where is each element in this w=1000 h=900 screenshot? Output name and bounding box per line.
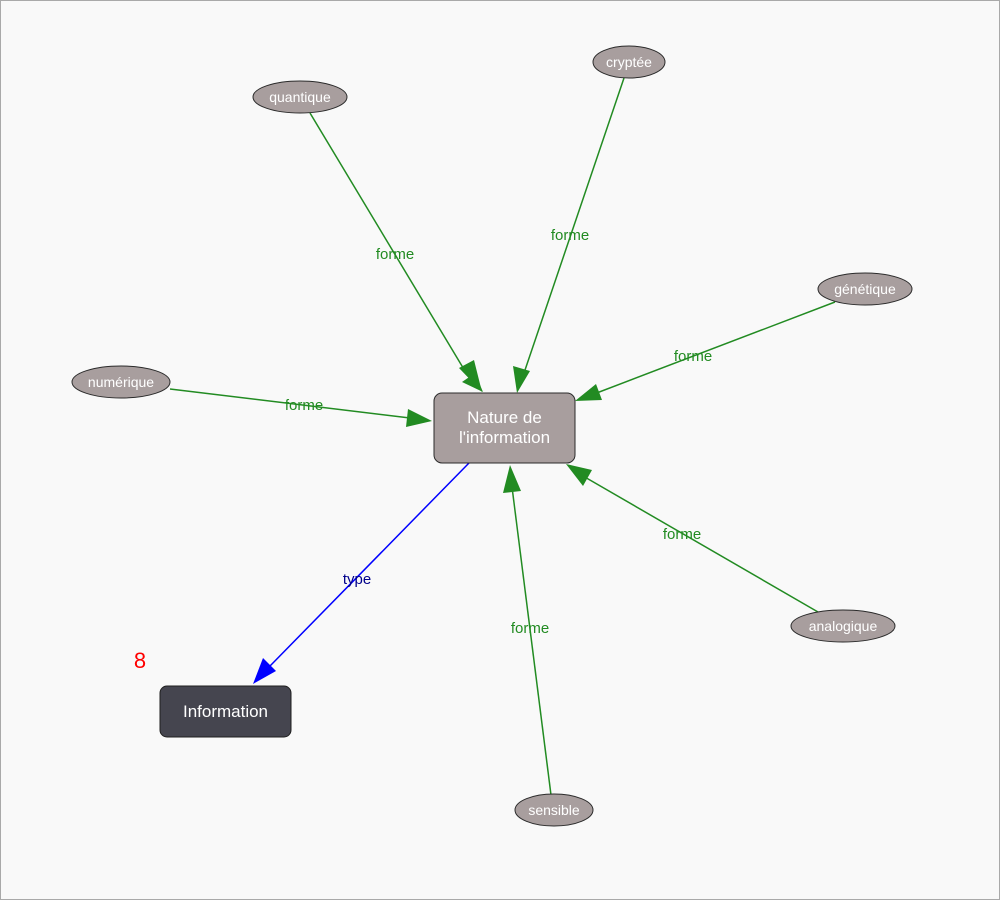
node-cryptee[interactable]: cryptée [592, 45, 666, 79]
edge-label-forme: forme [285, 397, 323, 414]
edge-label-forme: forme [663, 526, 701, 543]
node-label: analogique [809, 618, 878, 634]
node-nature-de-l-information[interactable]: Nature de l'information [433, 392, 576, 464]
node-information[interactable]: Information [159, 685, 292, 738]
node-analogique[interactable]: analogique [790, 609, 896, 643]
node-genetique[interactable]: génétique [817, 272, 913, 306]
node-label: quantique [269, 89, 331, 105]
edge-analogique-forme[interactable]: forme [566, 464, 819, 613]
node-label: numérique [88, 374, 154, 390]
edge-label-forme: forme [551, 227, 589, 244]
node-quantique[interactable]: quantique [252, 80, 348, 114]
edge-numerique-forme[interactable]: forme [169, 388, 432, 427]
edge-type[interactable]: type [253, 462, 470, 684]
node-label: cryptée [606, 54, 652, 70]
edge-label-type: type [343, 571, 371, 588]
node-numerique[interactable]: numérique [71, 365, 171, 399]
node-label-line1: Nature de [467, 408, 542, 427]
edge-quantique-forme[interactable]: forme [309, 112, 483, 392]
edge-label-forme: forme [511, 620, 549, 637]
node-label-line2: l'information [459, 428, 550, 447]
edge-label-forme: forme [376, 246, 414, 263]
node-label: génétique [834, 281, 896, 297]
edge-label-forme: forme [674, 348, 712, 365]
node-label: Information [183, 702, 268, 721]
node-sensible[interactable]: sensible [514, 793, 594, 827]
edge-cryptee-forme[interactable]: forme [513, 77, 625, 393]
node-count-badge: 8 [134, 648, 146, 673]
edge-sensible-forme[interactable]: forme [503, 465, 552, 796]
node-label: sensible [528, 802, 580, 818]
edge-genetique-forme[interactable]: forme [575, 301, 836, 401]
